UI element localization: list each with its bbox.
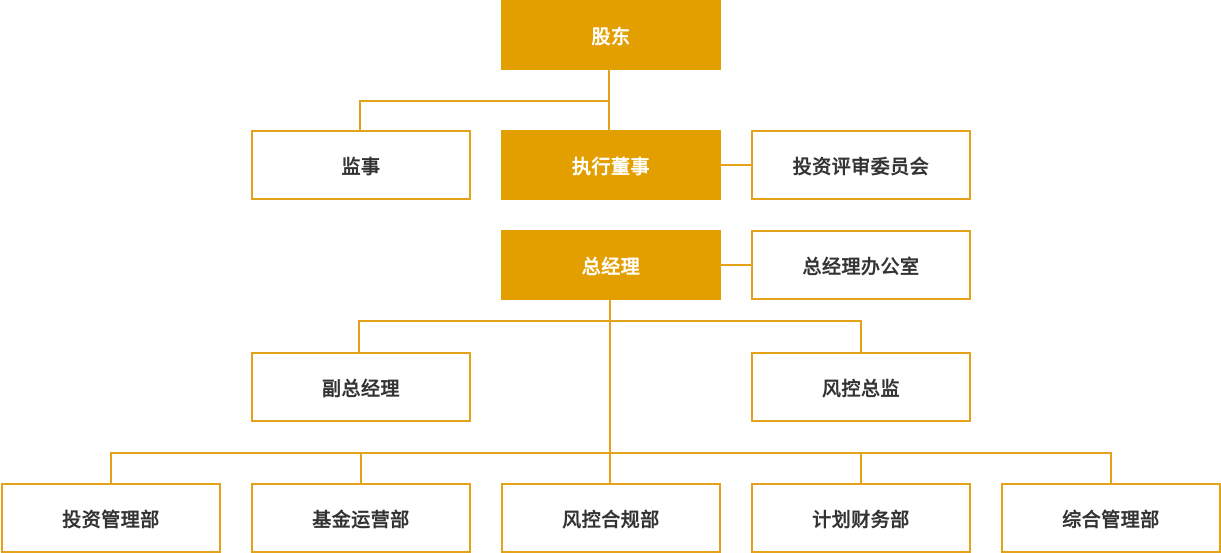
node-risk-director: 风控总监 (751, 352, 971, 422)
node-dept-investment: 投资管理部 (1, 483, 221, 553)
node-executive-director-label: 执行董事 (571, 155, 650, 178)
node-deputy-gm: 副总经理 (251, 352, 471, 422)
node-gm-office-label: 总经理办公室 (802, 255, 920, 278)
node-supervisor-label: 监事 (341, 155, 381, 178)
node-general-manager: 总经理 (501, 230, 721, 300)
node-dept-risk-compliance-label: 风控合规部 (562, 508, 660, 531)
node-dept-general-admin-label: 综合管理部 (1062, 508, 1160, 531)
node-shareholder: 股东 (501, 0, 721, 70)
node-risk-director-label: 风控总监 (821, 377, 900, 400)
node-dept-fund-ops: 基金运营部 (251, 483, 471, 553)
node-dept-investment-label: 投资管理部 (62, 508, 160, 531)
node-executive-director: 执行董事 (501, 130, 721, 200)
node-dept-general-admin: 综合管理部 (1001, 483, 1221, 553)
node-dept-finance: 计划财务部 (751, 483, 971, 553)
node-gm-office: 总经理办公室 (751, 230, 971, 300)
node-dept-fund-ops-label: 基金运营部 (312, 508, 410, 531)
node-dept-finance-label: 计划财务部 (812, 508, 910, 531)
node-general-manager-label: 总经理 (581, 255, 641, 278)
node-shareholder-label: 股东 (591, 25, 631, 48)
node-investment-committee-label: 投资评审委员会 (792, 155, 930, 178)
node-dept-risk-compliance: 风控合规部 (501, 483, 721, 553)
node-deputy-gm-label: 副总经理 (321, 377, 400, 400)
node-investment-committee: 投资评审委员会 (751, 130, 971, 200)
node-supervisor: 监事 (251, 130, 471, 200)
